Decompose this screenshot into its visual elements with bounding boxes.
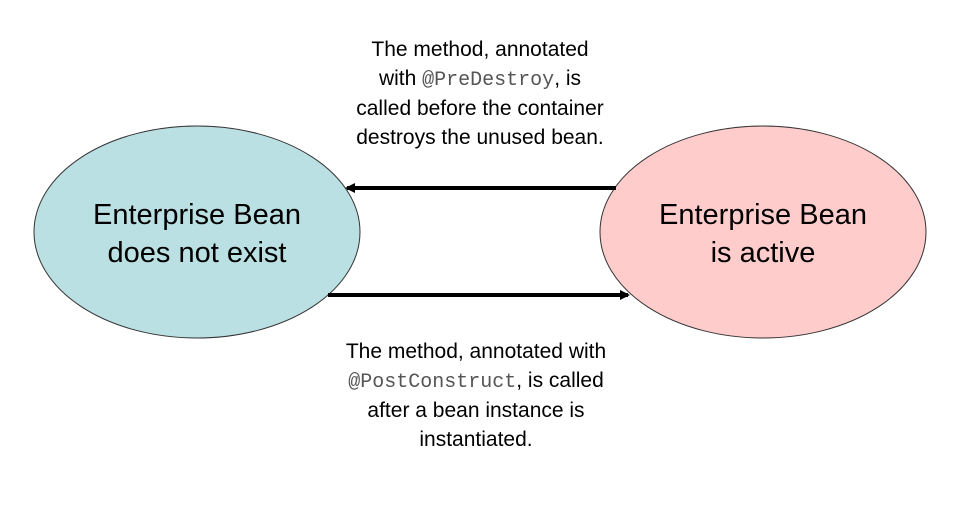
state-not-exist-line1: Enterprise Bean	[93, 199, 301, 231]
predestroy-annotation: @PreDestroy	[422, 68, 555, 92]
postconstruct-caption-line1: The method, annotated with	[345, 340, 607, 363]
state-active-shape	[599, 125, 927, 339]
state-active-line1: Enterprise Bean	[659, 199, 867, 231]
state-not-exist-label: Enterprise Bean does not exist	[37, 196, 357, 272]
predestroy-caption-line1: The method, annotated	[371, 38, 589, 61]
postconstruct-caption-line3: after a bean instance is	[367, 399, 585, 422]
predestroy-caption-line4: destroys the unused bean.	[356, 125, 604, 149]
predestroy-caption-suffix: , is	[554, 66, 582, 90]
predestroy-caption-prefix: with	[378, 66, 423, 90]
state-not-exist-shape	[33, 125, 361, 339]
postconstruct-caption: The method, annotated with @PostConstruc…	[296, 338, 656, 454]
state-not-exist-line2: does not exist	[107, 237, 287, 269]
predestroy-caption-line3: called before the container	[356, 97, 604, 120]
postconstruct-annotation: @PostConstruct	[348, 370, 517, 394]
state-active-line2: is active	[710, 237, 816, 269]
predestroy-caption: The method, annotated with @PreDestroy, …	[300, 36, 660, 152]
state-active-label: Enterprise Bean is active	[603, 196, 923, 272]
postconstruct-caption-line2: @PostConstruct, is called	[296, 367, 656, 398]
postconstruct-caption-line4: instantiated.	[419, 427, 533, 451]
postconstruct-caption-suffix: , is called	[516, 368, 604, 392]
predestroy-caption-line2: with @PreDestroy, is	[300, 65, 660, 96]
